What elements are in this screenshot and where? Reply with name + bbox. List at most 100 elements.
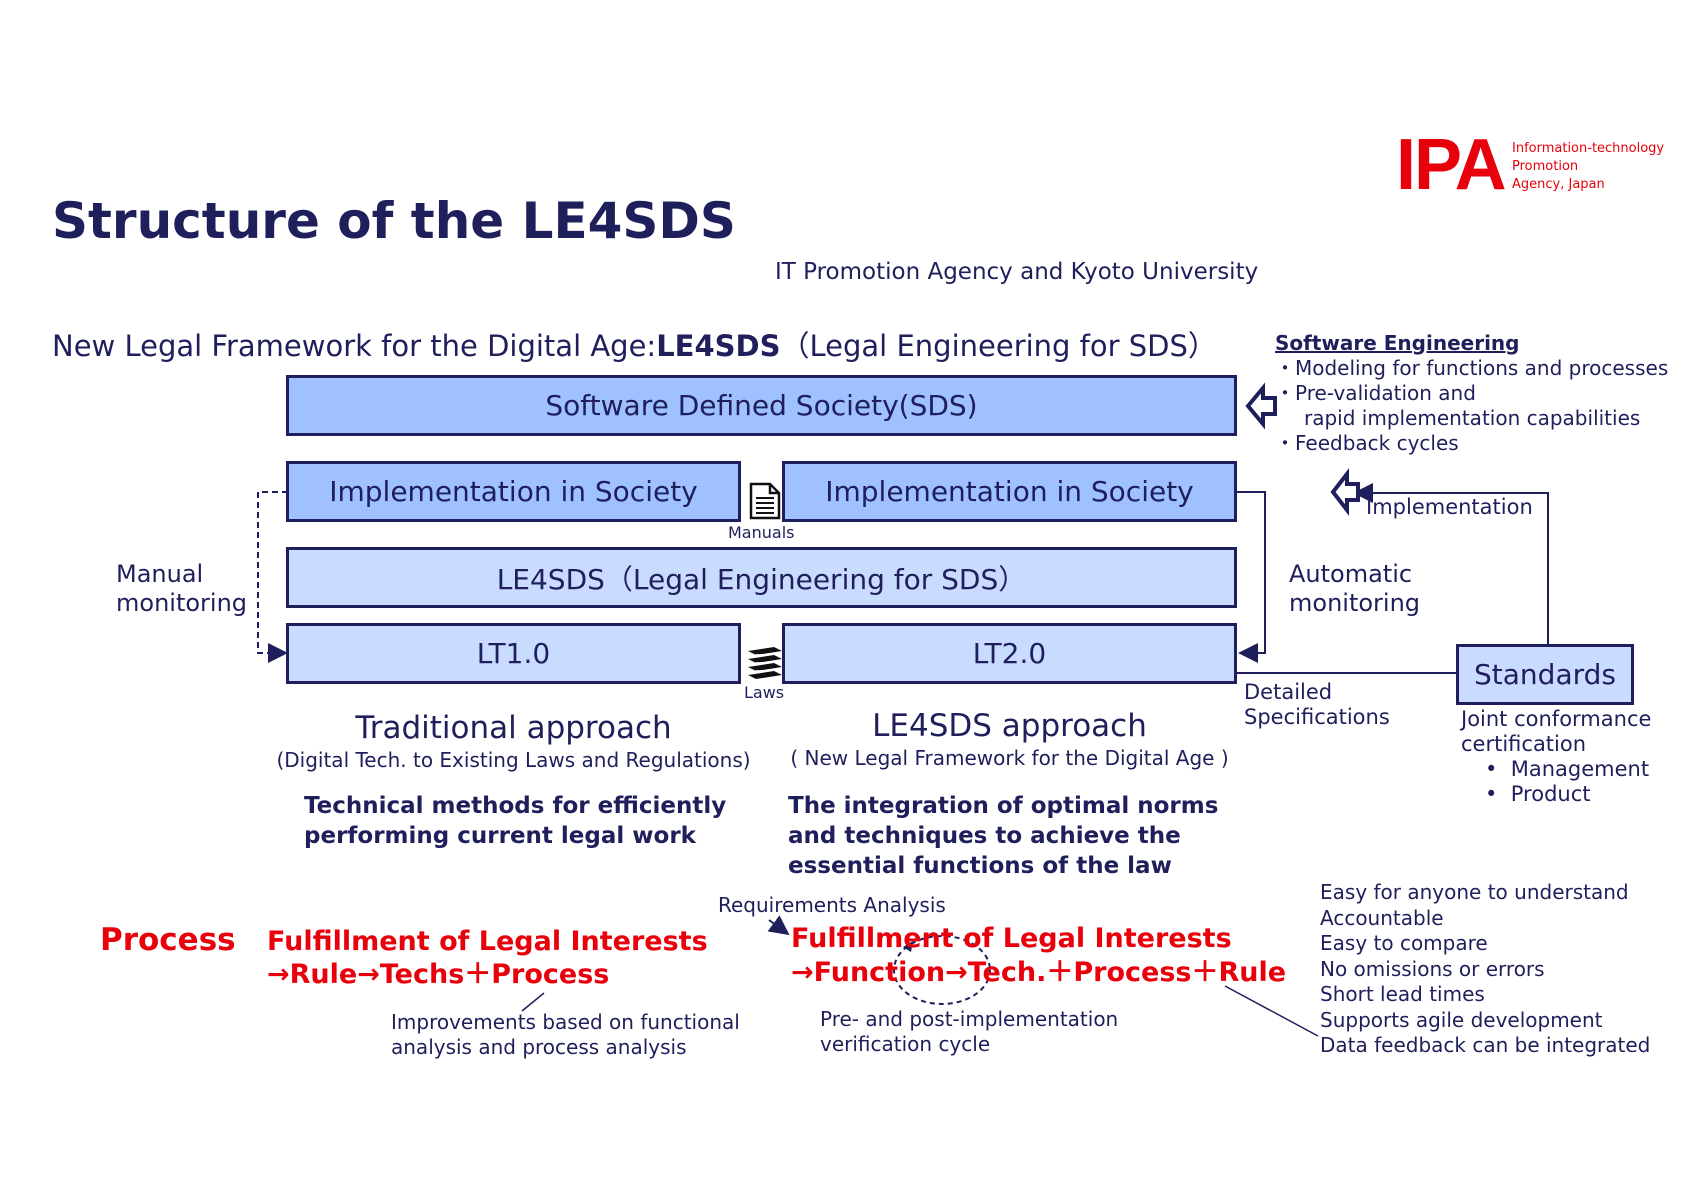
benefit-item: Easy to compare [1320,931,1488,955]
joint-conformance-line: Joint conformance [1461,707,1652,731]
laws-group: Laws [740,645,800,705]
ipa-logo-text: Information-technology Promotion Agency,… [1512,140,1664,194]
traditional-approach-desc: Technical methods for efficiently perfor… [304,791,726,851]
manuals-group: Manuals [726,480,800,542]
impl-right-box: Implementation in Society [782,461,1237,522]
framework-line: New Legal Framework for the Digital Age:… [52,323,1217,365]
ipa-logo: IPA Information-technology Promotion Age… [1396,125,1676,205]
impl-right-label: Implementation in Society [825,475,1194,508]
verification-cycle-ellipse [893,935,991,1005]
logo-line: Promotion [1512,159,1579,174]
standards-box: Standards [1456,644,1634,705]
se-item: ・Modeling for functions and processes [1275,356,1669,380]
software-engineering-panel: Software Engineering ・Modeling for funct… [1275,331,1668,456]
implementation-connector [1353,483,1549,645]
manual-monitoring-line: monitoring [116,589,248,617]
detailed-specs-line: Detailed [1244,680,1333,704]
note-line: Improvements based on functional [391,1010,740,1034]
le4sds-approach-desc: The integration of optimal norms and tec… [788,791,1218,881]
detailed-specs-line: Specifications [1244,705,1390,729]
cycle-arrowhead [903,941,913,952]
desc-line: The integration of optimal norms [788,793,1219,819]
ipa-logo-mark: IPA [1396,125,1507,205]
automatic-monitoring-line: monitoring [1289,589,1421,617]
desc-line: essential functions of the law [788,853,1172,879]
desc-line: Technical methods for efficiently [304,793,727,819]
document-icon [749,482,781,520]
implementation-label: Implementation [1366,495,1533,519]
lt2-box: LT2.0 [782,623,1237,684]
framework-suffix: （Legal Engineering for SDS） [780,329,1217,363]
automatic-monitoring-line: Automatic [1289,560,1413,588]
conformance-item: • Management [1461,757,1651,782]
logo-line: Agency, Japan [1512,177,1605,192]
block-arrow-left-icon [1245,382,1277,430]
sds-box: Software Defined Society(SDS) [286,375,1237,436]
benefit-item: Short lead times [1320,982,1485,1006]
process-right-note: Pre- and post-implementation verificatio… [820,1007,1118,1057]
conformance-item-label: Management [1510,757,1650,781]
traditional-approach-title: Traditional approach [355,710,672,746]
le4sds-approach-title: LE4SDS approach [872,708,1147,744]
se-item: ・Pre-validation and [1275,381,1476,405]
lt2-label: LT2.0 [972,637,1047,670]
process-left: Fulfillment of Legal Interests →Rule→Tec… [267,925,708,991]
process-label: Process [100,922,236,958]
block-arrow-left-icon [1330,468,1360,516]
books-icon [748,647,782,679]
manual-monitoring-label: Manual monitoring [116,560,247,618]
benefit-item: Supports agile development [1320,1007,1603,1032]
org-line: IT Promotion Agency and Kyoto University [775,259,1259,285]
framework-emph: LE4SDS [656,329,781,363]
desc-line: and techniques to achieve the [788,823,1181,849]
process-right: Fulfillment of Legal Interests →Function… [791,922,1286,990]
software-engineering-heading: Software Engineering [1275,331,1520,355]
logo-line: Information-technology [1512,141,1665,156]
automatic-monitoring-label: Automatic monitoring [1289,560,1420,618]
benefit-item: No omissions or errors [1320,956,1545,981]
automatic-monitoring-connector [1237,491,1266,663]
joint-conformance: Joint conformance certification • Manage… [1461,707,1651,807]
process-right-line: →Function→Tech.＋Process＋Rule [791,957,1287,988]
benefits-pointer [1224,985,1319,1037]
left-note-pointer [521,992,545,1012]
se-item: rapid implementation capabilities [1304,406,1641,430]
manual-monitoring-line: Manual [116,560,204,588]
le4sds-approach-subtitle: ( New Legal Framework for the Digital Ag… [790,746,1229,770]
impl-left-box: Implementation in Society [286,461,741,522]
requirements-analysis-arrow [767,915,790,936]
process-right-line: Fulfillment of Legal Interests [791,923,1232,954]
le4sds-box: LE4SDS（Legal Engineering for SDS） [286,547,1237,608]
bullet-icon: • [1485,782,1511,806]
benefit-item: Accountable [1320,905,1444,930]
process-left-note: Improvements based on functional analysi… [391,1010,740,1060]
sds-label: Software Defined Society(SDS) [545,389,978,422]
traditional-approach-subtitle: (Digital Tech. to Existing Laws and Regu… [276,748,751,772]
laws-label: Laws [744,683,785,702]
conformance-item-label: Product [1510,782,1591,806]
manual-monitoring-connector [257,491,288,663]
process-left-line: →Rule→Techs＋Process [267,959,610,990]
page-title: Structure of the LE4SDS [52,192,736,250]
lt1-box: LT1.0 [286,623,741,684]
lt1-label: LT1.0 [476,637,551,670]
manuals-label: Manuals [728,523,795,542]
note-line: Pre- and post-implementation [820,1007,1119,1031]
framework-prefix: New Legal Framework for the Digital Age: [52,329,657,363]
se-item: ・Feedback cycles [1275,431,1459,455]
bullet-icon: • [1485,757,1511,781]
standards-label: Standards [1474,658,1616,691]
conformance-item: • Product [1461,782,1651,807]
joint-conformance-line: certification [1461,732,1587,756]
benefit-item: Easy for anyone to understand [1320,880,1629,904]
impl-left-label: Implementation in Society [329,475,698,508]
note-line: analysis and process analysis [391,1035,687,1059]
le4sds-label: LE4SDS（Legal Engineering for SDS） [496,562,1027,596]
benefits-list: Easy for anyone to understand Accountabl… [1320,880,1650,1059]
process-left-line: Fulfillment of Legal Interests [267,926,708,957]
desc-line: performing current legal work [304,823,696,849]
detailed-specs-label: Detailed Specifications [1244,680,1390,730]
benefit-item: Data feedback can be integrated [1320,1033,1651,1057]
requirements-analysis-label: Requirements Analysis [718,893,946,917]
